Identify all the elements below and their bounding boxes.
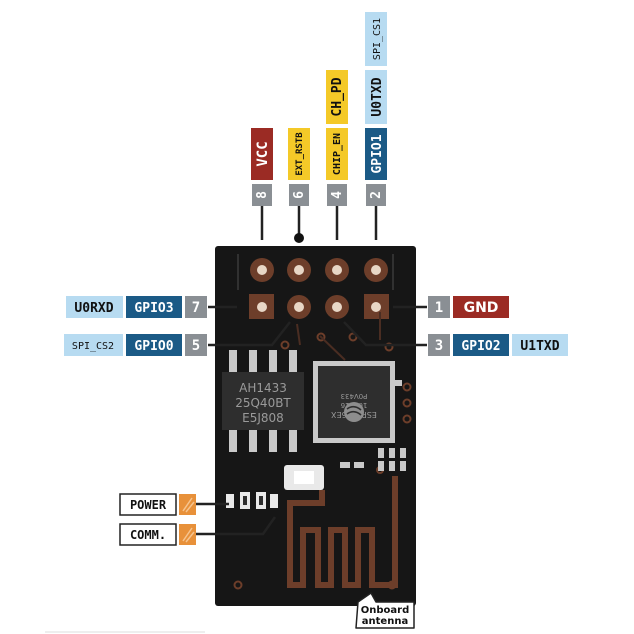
pin-7-label: 7 GPIO3 U0RXD: [66, 296, 237, 318]
pin-3-alt: U1TXD: [520, 339, 559, 354]
pin-5-alt: SPI_CS2: [72, 341, 114, 352]
pin-5-name: GPIO0: [134, 339, 173, 354]
pin-3-number: 3: [435, 338, 443, 354]
pin-5-label: 5 GPIO0 SPI_CS2: [64, 321, 291, 356]
header-outline: [237, 254, 394, 290]
pad-hole: [294, 265, 304, 275]
esp8266-chip: ESP8266EX 102016 P0V433: [313, 361, 395, 443]
comm-label: COMM.: [130, 528, 166, 542]
flash-chip: AH1433 25Q40BT E5J808: [222, 350, 304, 452]
pin-2-label: 2 GPIO1 U0TXD SPI_CS1: [365, 12, 387, 240]
pin-6-number: 6: [292, 191, 307, 199]
pin-3-label: 3 GPIO2 U1TXD: [343, 321, 568, 356]
pin-2-number-badge: [366, 184, 386, 206]
comm-swatch-stripes: [182, 527, 195, 543]
pin-4-number: 4: [330, 191, 345, 199]
pad-hole: [294, 302, 304, 312]
pin-3-alt-badge: [512, 334, 568, 356]
pin-1-label: 1 GND: [393, 296, 509, 318]
pin-4-name-badge: [326, 128, 348, 180]
pad-hole: [371, 302, 381, 312]
pad-hole: [371, 265, 381, 275]
power-swatch-stripes: [182, 497, 195, 513]
pin-2-name: GPIO1: [370, 134, 385, 173]
flash-line3: E5J808: [242, 411, 284, 425]
pin-6-name: EXT_RSTB: [295, 132, 305, 176]
antenna-callout: Onboard antenna: [355, 592, 415, 629]
pin-4-label: 4 CHIP_EN CH_PD: [326, 70, 348, 240]
pin-5-alt-badge: [64, 334, 123, 356]
pin-8-number: 8: [255, 191, 270, 199]
pin-2-alt2-badge: [365, 12, 387, 66]
pin-7-name-badge: [126, 296, 182, 318]
pin-8-label: 8 VCC: [251, 128, 273, 240]
pin-2-alt2: SPI_CS1: [372, 18, 383, 60]
power-label-box: [119, 493, 177, 516]
pin-4-alt: CH_PD: [330, 77, 345, 116]
pin-2-alt: U0TXD: [370, 77, 385, 116]
power-led: [226, 494, 234, 508]
esp-line3: P0V433: [341, 392, 368, 400]
traces: [296, 312, 381, 361]
pad-hole: [332, 302, 342, 312]
pin-8-number-badge: [252, 184, 272, 206]
antenna-label-box: [355, 592, 415, 629]
antenna-label-line2: antenna: [362, 616, 408, 627]
pin-5-number-badge: [185, 334, 207, 356]
pin-7-number: 7: [192, 300, 200, 316]
pin-6-label: 6 EXT_RSTB: [288, 128, 310, 243]
pin-8-name-badge: [251, 128, 273, 180]
pin-2-name-badge: [365, 128, 387, 180]
antenna-trace: [287, 476, 398, 588]
pad-hole: [257, 265, 267, 275]
pin-8-name: VCC: [255, 141, 271, 166]
pin-7-alt: U0RXD: [74, 301, 113, 316]
pin-6-number-badge: [289, 184, 309, 206]
comm-label-box: [119, 523, 177, 546]
flash-line2: 25Q40BT: [235, 396, 291, 410]
esp01-board: AH1433 25Q40BT E5J808 ESP8266EX 102016 P…: [215, 246, 416, 606]
pin-1-number-badge: [428, 296, 450, 318]
espressif-logo: [344, 402, 364, 422]
pin-1-number: 1: [435, 300, 443, 316]
power-led-label: POWER: [119, 493, 229, 516]
pin-4-name: CHIP_EN: [332, 133, 343, 175]
pin-3-name: GPIO2: [461, 339, 500, 354]
pin-3-number-badge: [428, 334, 450, 356]
pin-1-name-badge: [453, 296, 509, 318]
pin-2-alt-badge: [365, 70, 387, 124]
pin-1-name: GND: [464, 300, 499, 316]
pin-2-number: 2: [369, 191, 384, 199]
pin-5-name-badge: [126, 334, 182, 356]
pad-hole: [332, 265, 342, 275]
pin-4-number-badge: [327, 184, 347, 206]
pin-4-alt-badge: [326, 70, 348, 124]
pin-7-alt-badge: [66, 296, 123, 318]
comm-led-label: COMM.: [119, 516, 277, 546]
pin-3-name-badge: [453, 334, 509, 356]
pin-7-number-badge: [185, 296, 207, 318]
reset-dot: [294, 233, 304, 243]
smd-components: [226, 380, 406, 509]
pin-5-number: 5: [192, 338, 200, 354]
antenna-label-line1: Onboard: [361, 605, 410, 616]
header-pads: [249, 258, 389, 319]
pad-hole: [257, 302, 267, 312]
pin-6-name-badge: [288, 128, 310, 180]
pin-7-name: GPIO3: [134, 301, 173, 316]
flash-line1: AH1433: [239, 381, 287, 395]
power-label: POWER: [130, 498, 167, 512]
